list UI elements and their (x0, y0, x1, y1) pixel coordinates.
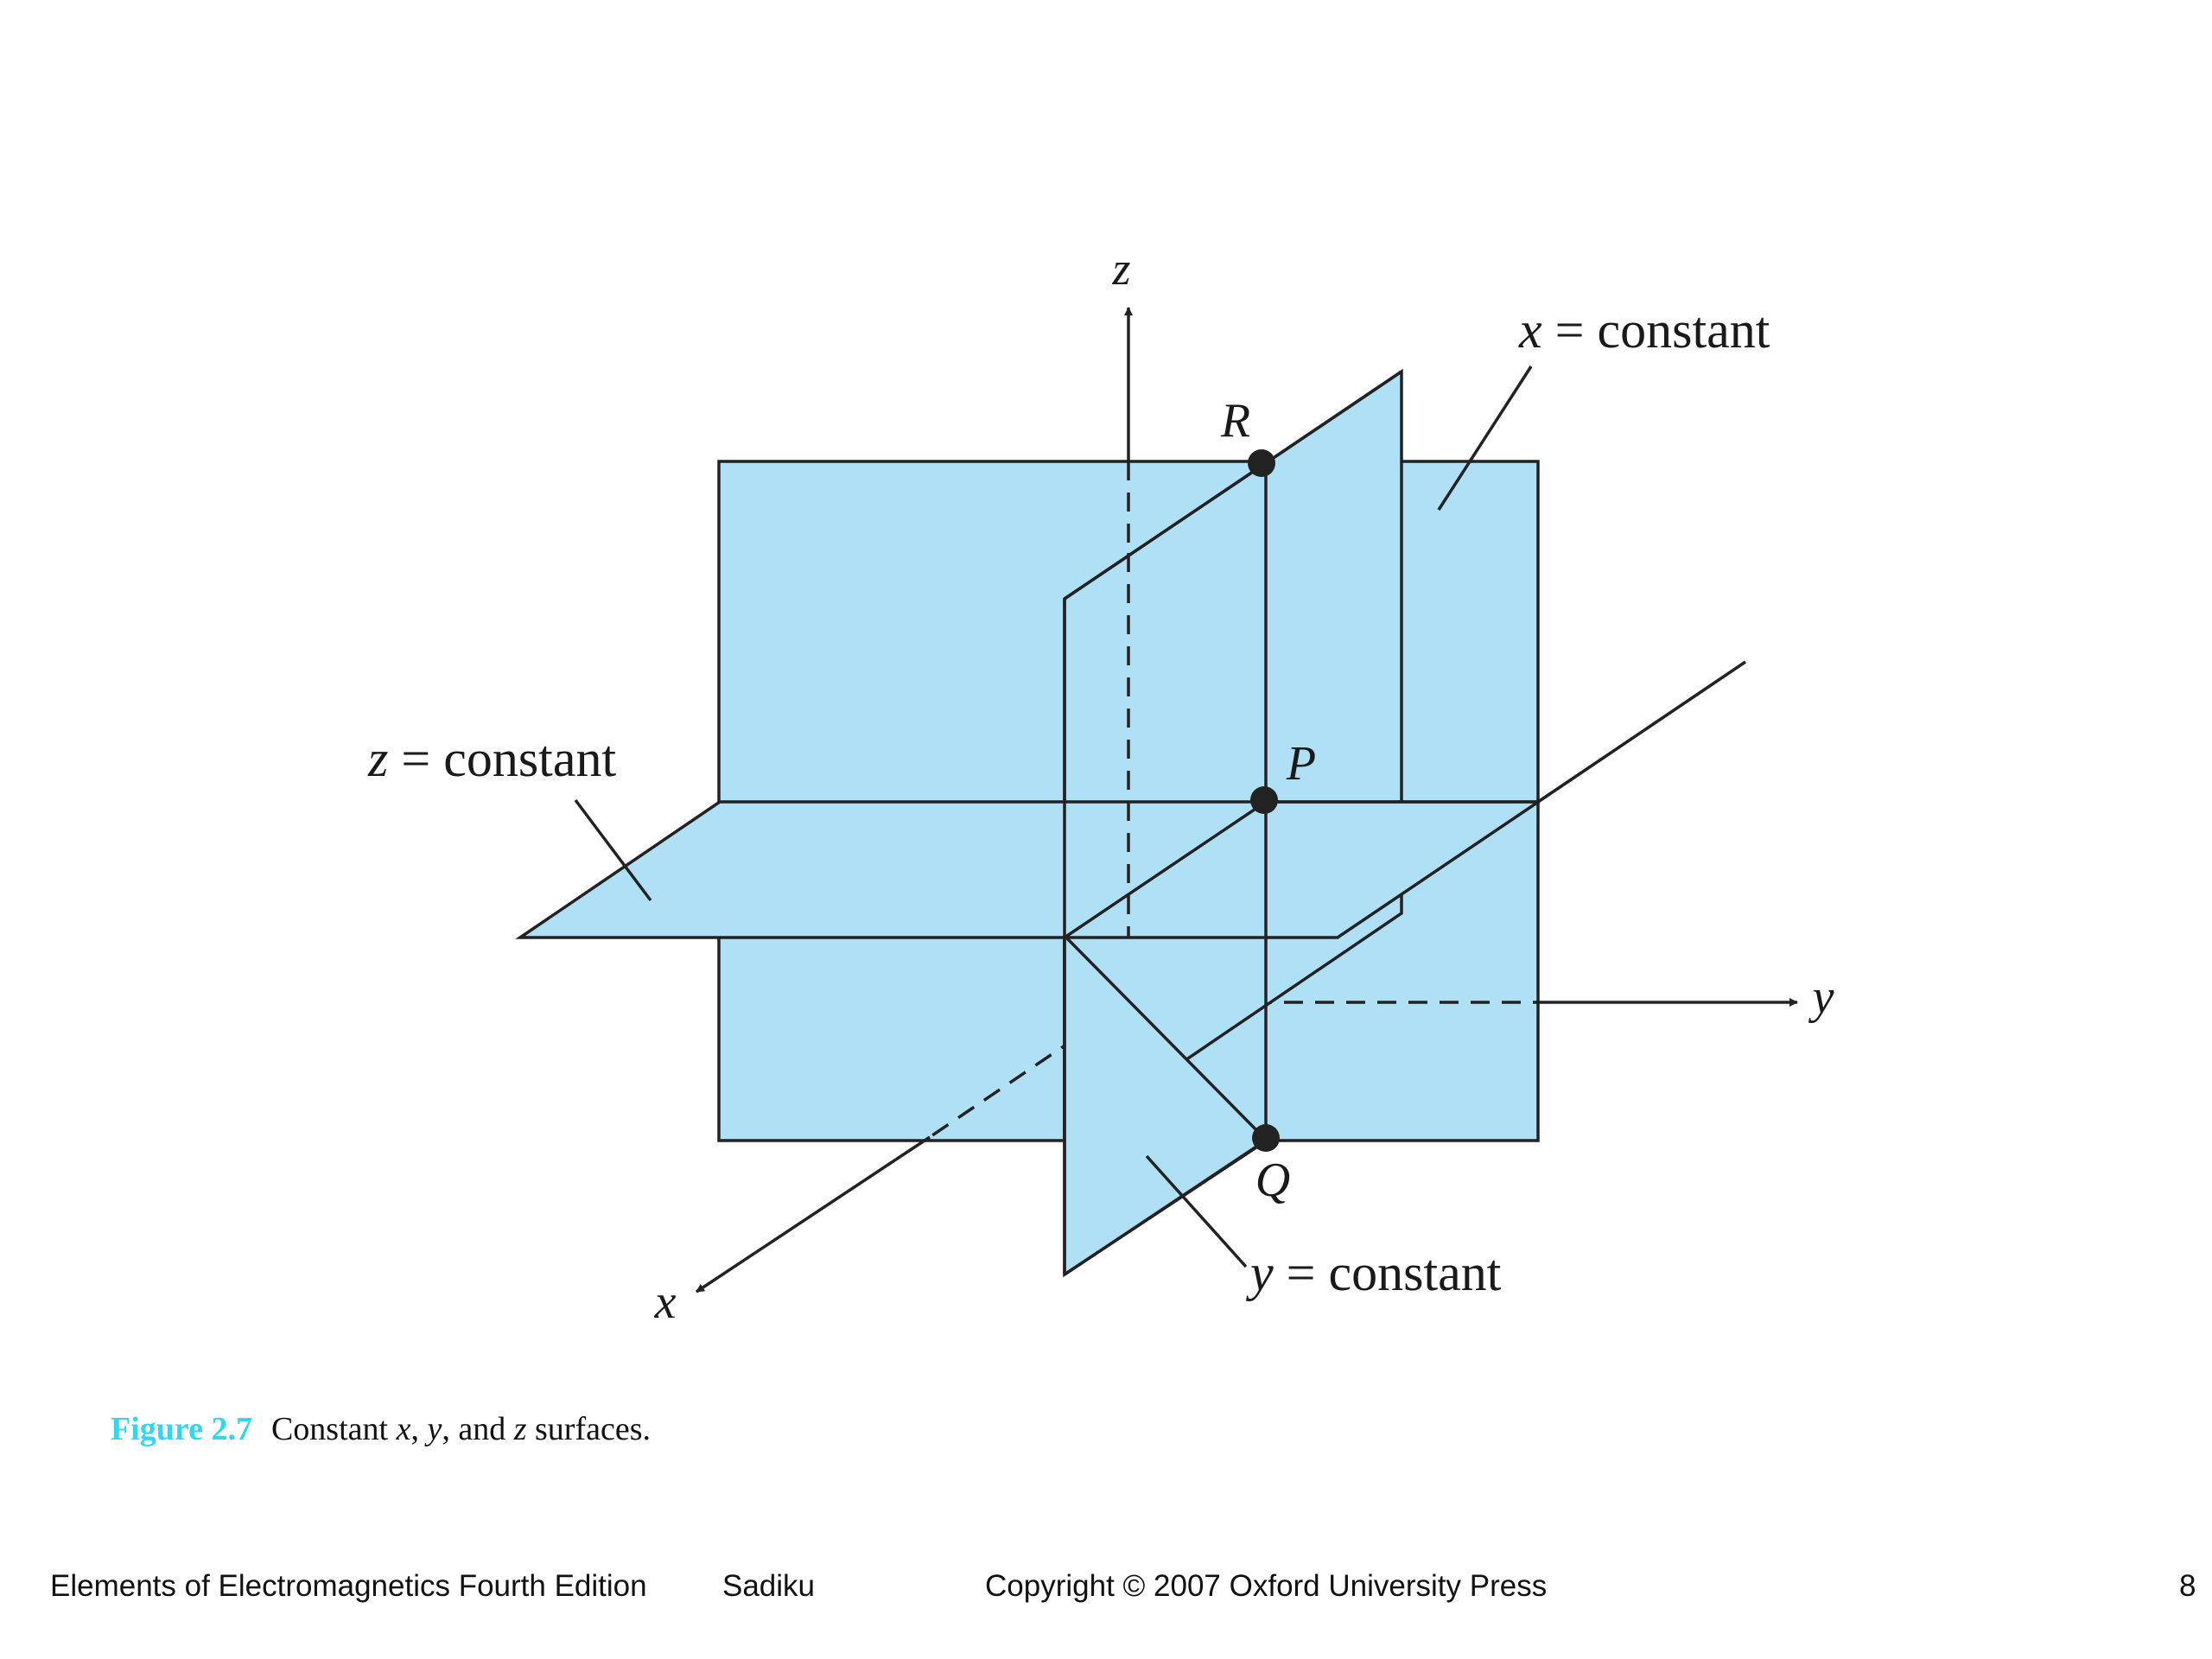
z-constant-label: z = constant (367, 730, 616, 787)
caption-text-2: , (410, 1411, 428, 1447)
y-constant-label: y = constant (1245, 1244, 1502, 1301)
footer-author: Sadiku (722, 1569, 816, 1603)
z-constant-leader (574, 798, 652, 902)
x-constant-leader (1437, 365, 1533, 511)
point-P-label: P (1286, 737, 1316, 791)
caption-text-1: Constant (270, 1411, 397, 1447)
caption-text-4: surfaces. (526, 1411, 651, 1447)
y-constant-text: = constant (1274, 1244, 1502, 1301)
figure-caption: Figure 2.7 Constant x, y, and z surfaces. (111, 1410, 651, 1448)
plane-intersection-line (1064, 800, 1267, 939)
footer-book-title: Elements of Electromagnetics Fourth Edit… (50, 1569, 647, 1603)
caption-text-3: , and (442, 1411, 514, 1447)
point-Q-label: Q (1255, 1154, 1290, 1207)
footer-copyright: Copyright © 2007 Oxford University Press (985, 1569, 1548, 1603)
caption-var-z: z (513, 1411, 527, 1447)
y-axis-label: y (1808, 970, 1834, 1024)
point-Q (1252, 1124, 1280, 1152)
z-constant-plane (515, 660, 1746, 939)
x-constant-label: x = constant (1518, 302, 1770, 359)
point-R-label: R (1220, 394, 1250, 448)
x-constant-text: = constant (1542, 302, 1770, 359)
x-axis (696, 1135, 931, 1294)
z-constant-text: = constant (388, 730, 616, 787)
x-constant-var: x (1518, 302, 1542, 359)
point-P (1250, 786, 1278, 814)
z-axis-label: z (1111, 243, 1130, 295)
footer-page-number: 8 (2179, 1569, 2196, 1603)
point-R (1248, 449, 1275, 477)
x-axis-label: x (654, 1275, 677, 1329)
figure-number: Figure 2.7 (111, 1411, 252, 1447)
y-constant-bottom-edge (1064, 1138, 1268, 1276)
y-constant-var: y (1245, 1244, 1274, 1301)
caption-var-x: x (396, 1411, 411, 1447)
z-constant-var: z (367, 730, 388, 787)
y-constant-leader (1145, 1154, 1248, 1268)
y-constant-top-edge (1064, 370, 1402, 601)
caption-var-y: y (427, 1411, 442, 1447)
